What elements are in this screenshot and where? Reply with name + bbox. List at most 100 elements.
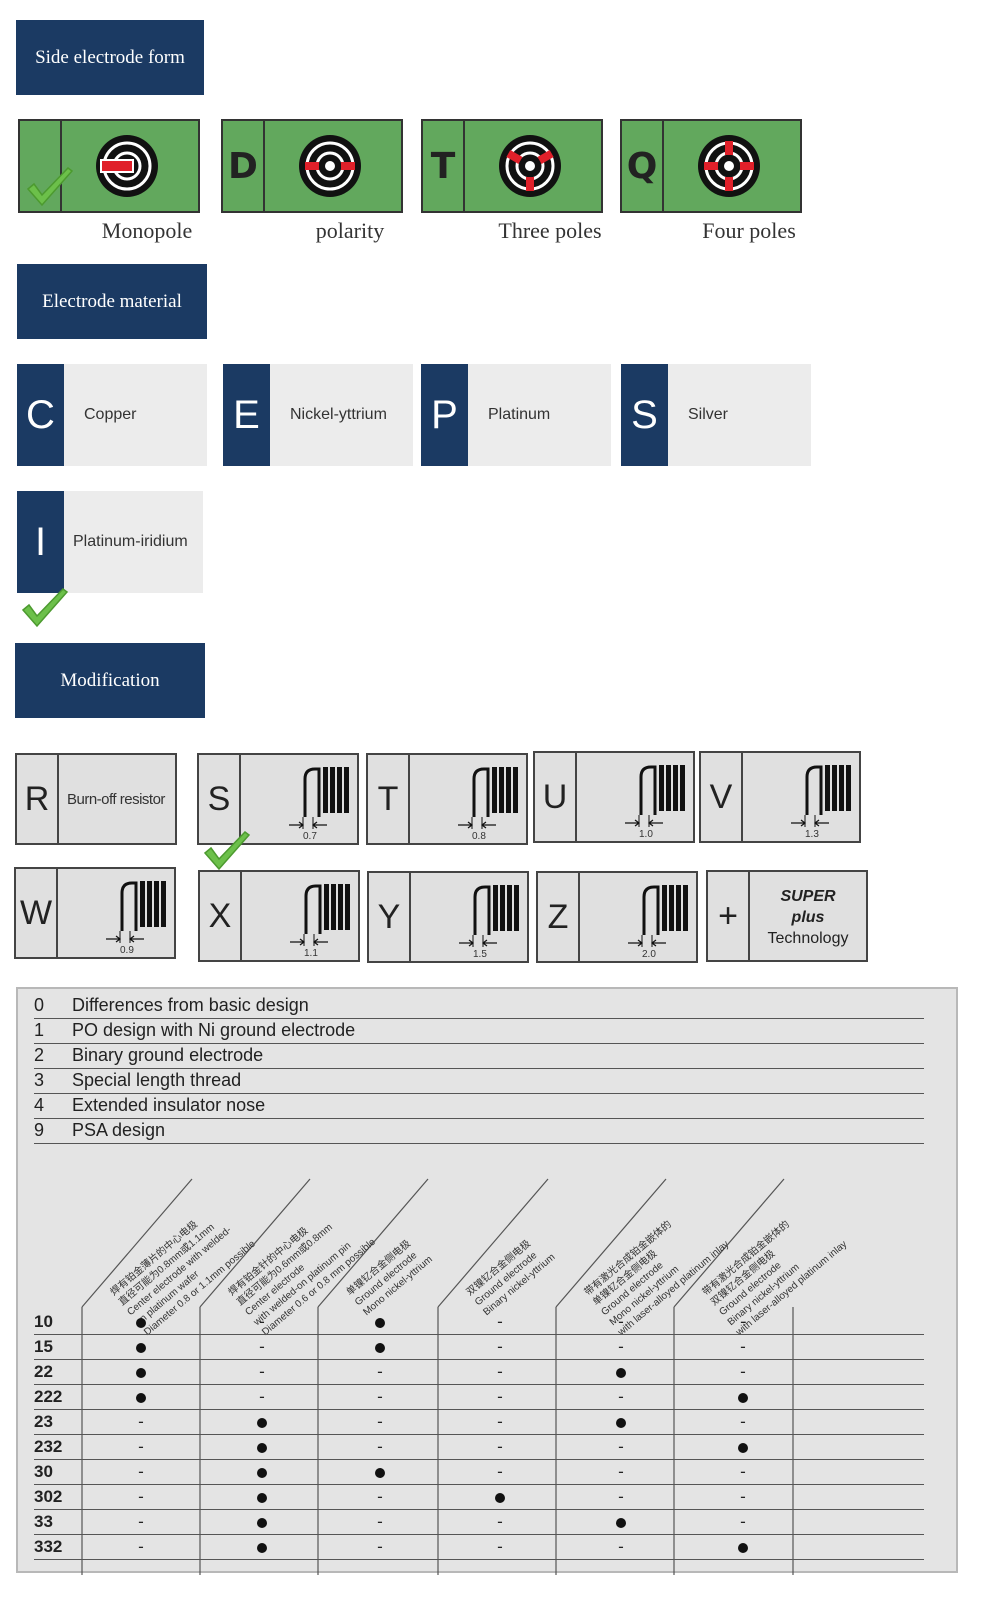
row-code: 15: [34, 1337, 53, 1356]
electrode-gap-diagram-icon: [791, 765, 851, 827]
table-row: 23----: [34, 1409, 924, 1435]
filled-dot-icon: [242, 1459, 282, 1484]
dash-mark: -: [740, 1362, 746, 1381]
dash-mark: -: [497, 1337, 503, 1356]
dash-mark: -: [497, 1537, 503, 1556]
electrode-form-card-3[interactable]: T: [421, 119, 603, 213]
filled-dot-icon: [723, 1434, 763, 1459]
modification-card-r[interactable]: R Burn-off resistor: [15, 753, 177, 845]
filled-dot-icon: [601, 1359, 641, 1384]
header-diagonal: [317, 1178, 429, 1308]
form-letter: Q: [622, 121, 664, 211]
table-row: 22----: [34, 1359, 924, 1385]
modification-letter: U: [535, 753, 577, 841]
electrode-form-card-2[interactable]: D: [221, 119, 403, 213]
modification-card-w[interactable]: W 0.9: [14, 867, 176, 959]
design-legend-row: 0 Differences from basic design: [34, 993, 924, 1019]
dash-mark: -: [259, 1312, 265, 1331]
filled-dot-icon: [601, 1409, 641, 1434]
super-plus-line: SUPER: [780, 888, 836, 905]
dash-mark: -: [138, 1437, 144, 1456]
electrode-form-card-4[interactable]: Q: [620, 119, 802, 213]
table-row: 33----: [34, 1509, 924, 1535]
material-name: Platinum-iridium: [73, 533, 188, 550]
electrode-gap-diagram-icon: [290, 884, 350, 946]
modification-letter: W: [16, 869, 58, 957]
selected-check-icon: [21, 588, 69, 628]
dash-mark: -: [618, 1537, 624, 1556]
dash-mark: -: [138, 1512, 144, 1531]
row-code: 232: [34, 1437, 63, 1456]
row-code: 33: [34, 1512, 53, 1531]
row-code: 30: [34, 1462, 53, 1481]
modification-letter: X: [200, 872, 242, 960]
modification-card-z[interactable]: Z 2.0: [536, 871, 698, 963]
electrode-2-pole-icon: [299, 135, 361, 197]
legend-description: PO design with Ni ground electrode: [72, 1020, 356, 1040]
filled-dot-icon: [121, 1334, 161, 1359]
modification-letter: R: [17, 755, 59, 843]
material-letter: E: [223, 364, 270, 466]
dash-mark: -: [497, 1312, 503, 1331]
column-dividers: [81, 1178, 794, 1575]
gap-dimension-label: 0.9: [120, 945, 134, 956]
gap-dimension-label: 0.7: [303, 831, 317, 842]
legend-description: PSA design: [72, 1120, 166, 1140]
electrode-4-pole-icon: [698, 135, 760, 197]
legend-description: Special length thread: [72, 1070, 242, 1090]
dash-mark: -: [740, 1487, 746, 1506]
dash-mark: -: [497, 1462, 503, 1481]
dash-mark: -: [138, 1462, 144, 1481]
legend-code: 0: [34, 995, 45, 1015]
table-row: 30----: [34, 1459, 924, 1485]
electrode-3-pole-icon: [499, 135, 561, 197]
table-row: 332----: [34, 1534, 924, 1560]
dash-mark: -: [497, 1387, 503, 1406]
dash-mark: -: [497, 1437, 503, 1456]
dash-mark: -: [618, 1387, 624, 1406]
super-plus-line: Technology: [767, 930, 849, 947]
dash-mark: -: [740, 1462, 746, 1481]
legend-description: Differences from basic design: [72, 995, 309, 1015]
legend-description: Binary ground electrode: [72, 1045, 264, 1065]
header-diagonal: [673, 1178, 785, 1308]
section-header-modification: Modification: [15, 643, 205, 718]
dash-mark: -: [740, 1512, 746, 1531]
dash-mark: -: [377, 1362, 383, 1381]
modification-letter: Y: [369, 873, 411, 961]
filled-dot-icon: [360, 1309, 400, 1334]
header-diagonal: [81, 1178, 193, 1308]
material-letter: P: [421, 364, 468, 466]
filled-dot-icon: [480, 1484, 520, 1509]
gap-dimension-label: 2.0: [642, 949, 656, 960]
material-name: Silver: [688, 406, 729, 423]
dash-mark: -: [618, 1312, 624, 1331]
modification-letter: Z: [538, 873, 580, 961]
dash-mark: -: [377, 1437, 383, 1456]
super-plus-line: plus: [791, 909, 825, 926]
legend-code: 3: [34, 1070, 45, 1090]
modification-description: Burn-off resistor: [67, 790, 165, 808]
dash-mark: -: [259, 1337, 265, 1356]
gap-dimension-label: 0.8: [472, 831, 486, 842]
design-legend-row: 3 Special length thread: [34, 1068, 924, 1094]
gap-dimension-label: 1.3: [805, 829, 819, 840]
electrode-gap-diagram-icon: [458, 767, 518, 829]
dash-mark: -: [497, 1362, 503, 1381]
